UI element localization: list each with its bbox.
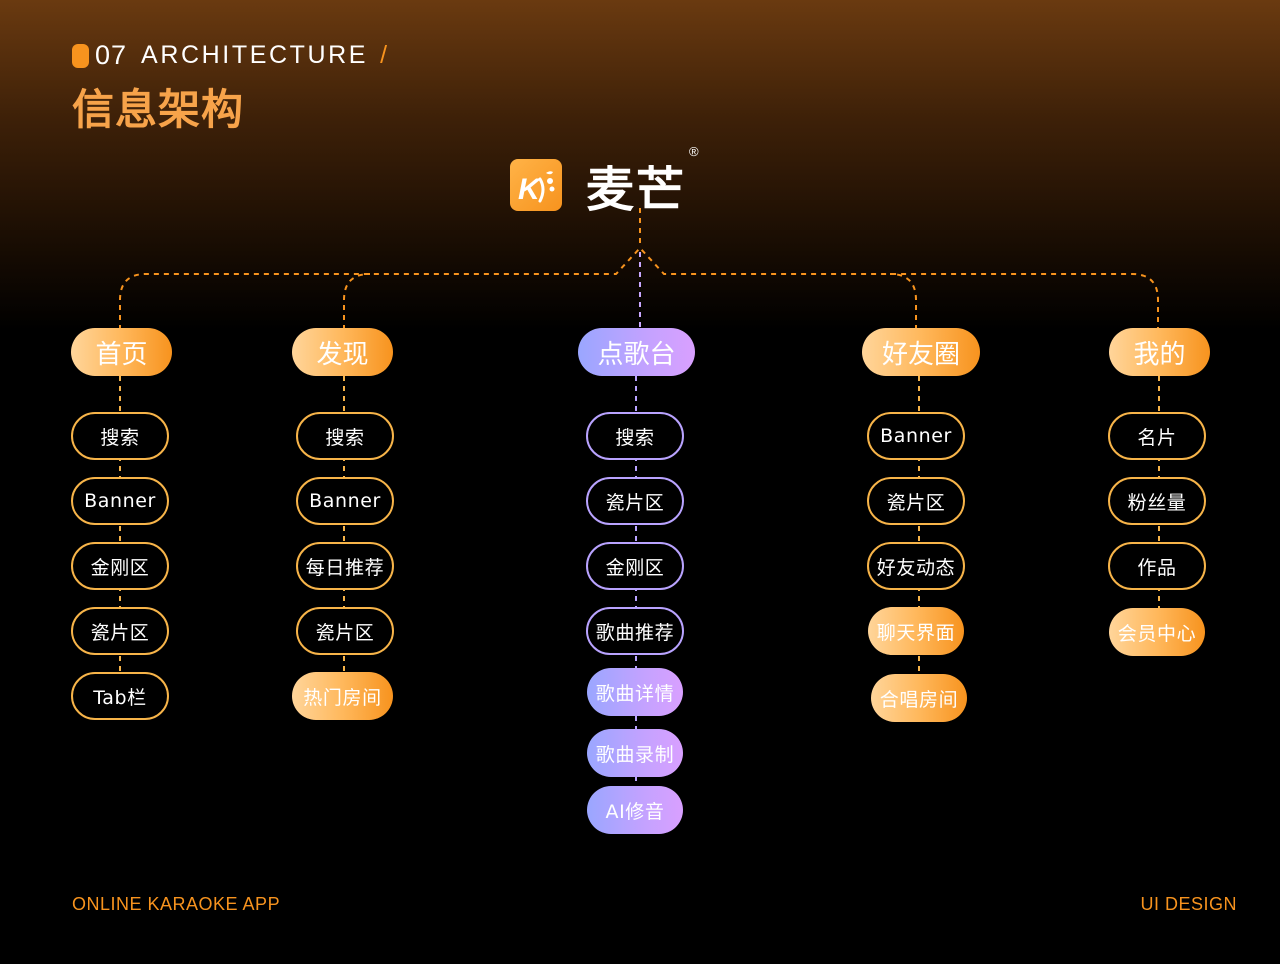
node-mine: 我的 [1109, 328, 1210, 376]
node-friends-chat: 聊天界面 [868, 607, 964, 655]
section-marker-icon [72, 43, 89, 68]
node-home-banner: Banner [71, 477, 169, 525]
section-header: 07 ARCHITECTURE / [72, 40, 387, 71]
brand-logo: K 麦芒 ® [510, 144, 699, 220]
node-song-record: 歌曲录制 [587, 729, 683, 777]
node-song-ai-tuning: AI修音 [587, 786, 683, 834]
node-song-detail: 歌曲详情 [587, 668, 683, 716]
node-song-search: 搜索 [586, 412, 684, 460]
node-home-search: 搜索 [71, 412, 169, 460]
app-logo-icon: K [510, 159, 562, 211]
node-friends: 好友圈 [862, 328, 980, 376]
svg-text:K: K [518, 173, 542, 206]
node-discover-hot-rooms: 热门房间 [292, 672, 393, 720]
section-title-en: ARCHITECTURE [141, 41, 369, 69]
node-discover-banner: Banner [296, 477, 394, 525]
node-discover-tiles: 瓷片区 [296, 607, 394, 655]
footer-right-label: UI DESIGN [1140, 894, 1237, 914]
section-slash: / [380, 41, 388, 69]
node-friends-feed: 好友动态 [867, 542, 965, 590]
node-home-tiles: 瓷片区 [71, 607, 169, 655]
node-song-recommend: 歌曲推荐 [586, 607, 684, 655]
node-discover: 发现 [292, 328, 393, 376]
node-mine-card: 名片 [1108, 412, 1206, 460]
node-home-kingkong: 金刚区 [71, 542, 169, 590]
node-mine-fans: 粉丝量 [1108, 477, 1206, 525]
node-discover-search: 搜索 [296, 412, 394, 460]
node-home-tabbar: Tab栏 [71, 672, 169, 720]
node-mine-works: 作品 [1108, 542, 1206, 590]
node-mine-vip-center: 会员中心 [1109, 608, 1205, 656]
node-friends-chorus-room: 合唱房间 [871, 674, 967, 722]
node-home: 首页 [71, 328, 172, 376]
registered-mark: ® [689, 144, 699, 159]
node-friends-tiles: 瓷片区 [867, 477, 965, 525]
page-title: 信息架构 [72, 85, 245, 134]
node-friends-banner: Banner [867, 412, 965, 460]
node-song-tiles: 瓷片区 [586, 477, 684, 525]
section-number: 07 [95, 40, 128, 70]
node-song-kingkong: 金刚区 [586, 542, 684, 590]
app-name: 麦芒 [586, 162, 687, 218]
node-song-station: 点歌台 [578, 328, 695, 376]
node-discover-daily: 每日推荐 [296, 542, 394, 590]
footer-left-label: ONLINE KARAOKE APP [72, 894, 281, 914]
